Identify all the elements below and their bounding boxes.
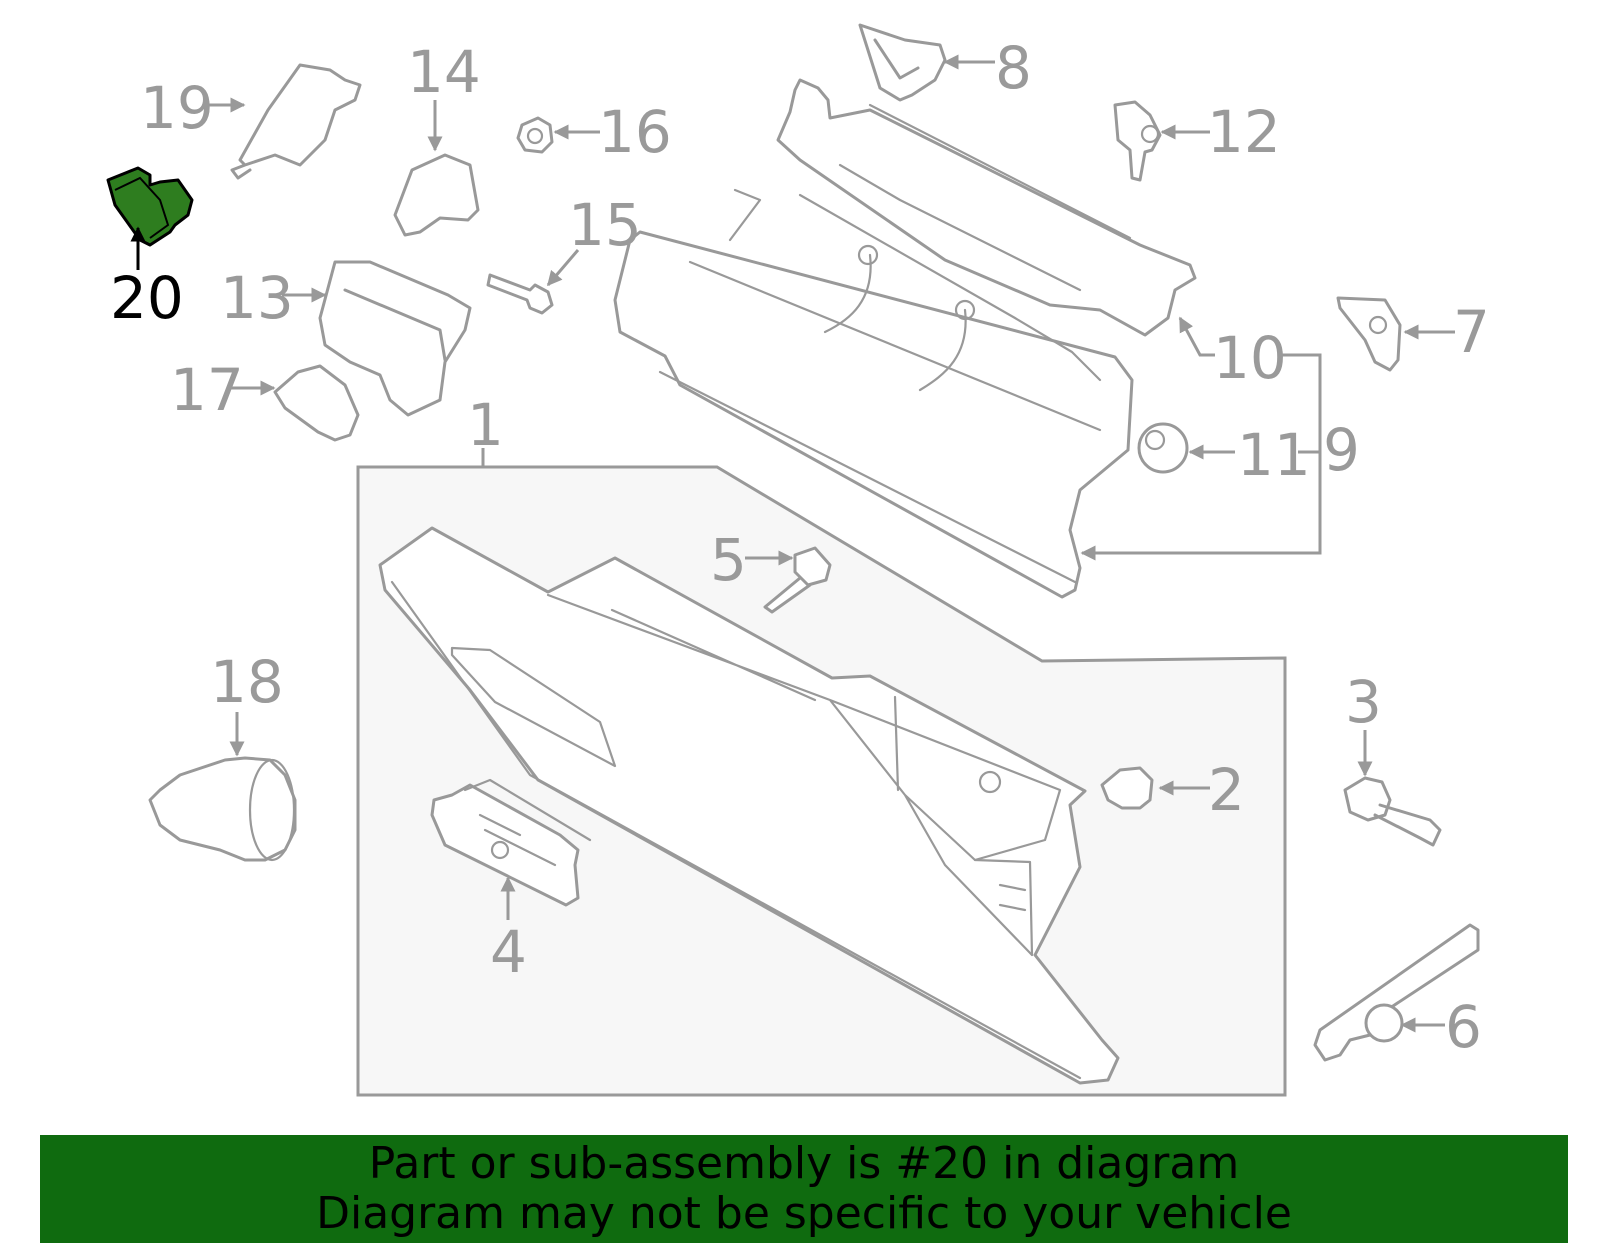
- reinforcement-10-slots: [838, 103, 1132, 292]
- callout-6: 6: [1445, 993, 1482, 1061]
- pad-17: [273, 364, 360, 442]
- parts-diagram: 20 19 14 16 15 13 17 8 12 10 7 11 9 1 5 …: [106, 23, 1490, 1097]
- nut-16-hole: [526, 127, 544, 145]
- nut-16: [516, 116, 554, 154]
- housing-ribs: [688, 188, 1102, 432]
- callout-7: 7: [1453, 298, 1490, 366]
- leader-10: [1178, 316, 1215, 357]
- leader-15: [546, 249, 580, 287]
- callout-18: 18: [210, 648, 284, 716]
- callout-19: 19: [140, 74, 214, 142]
- callout-14: 14: [407, 38, 481, 106]
- callout-17: 17: [170, 356, 244, 424]
- callout-11: 11: [1237, 421, 1311, 489]
- callout-labels: 20 19 14 16 15 13 17 8 12 10 7 11 9 1 5 …: [110, 34, 1490, 1061]
- bracket-7: [1336, 296, 1402, 372]
- glove-box-assembly-group: [356, 465, 1287, 1097]
- latch-4-hole: [490, 840, 510, 860]
- bracket-7-stud: [1368, 315, 1388, 335]
- connector-14: [393, 153, 480, 237]
- lock-cylinder-18: [148, 756, 297, 862]
- leader-lines: [130, 54, 1455, 1033]
- bin-hole: [978, 770, 1002, 794]
- callout-10: 10: [1213, 324, 1287, 392]
- screw-15: [486, 273, 554, 315]
- glove-box-door: [378, 526, 1120, 1085]
- bumper-2: [1100, 766, 1154, 810]
- housing-panel: [613, 230, 1134, 599]
- bracket-13: [318, 260, 472, 417]
- clip-12: [1113, 100, 1162, 182]
- lock-cylinder-18-face: [248, 758, 296, 862]
- banner-line-disclaimer: Diagram may not be specific to your vehi…: [316, 1188, 1292, 1239]
- callout-12: 12: [1207, 98, 1281, 166]
- callout-13: 13: [220, 264, 294, 332]
- callout-5: 5: [710, 526, 747, 594]
- highlighted-part-20: [106, 166, 194, 247]
- callout-20: 20: [110, 264, 184, 332]
- callout-9: 9: [1323, 416, 1360, 484]
- glove-box-housing-group: [613, 188, 1134, 599]
- callout-15: 15: [568, 191, 642, 259]
- bolt-3: [1343, 776, 1442, 847]
- callout-2: 2: [1208, 756, 1245, 824]
- bin-side-wall: [973, 858, 1034, 957]
- callout-8: 8: [995, 34, 1032, 102]
- housing-lower-edge: [658, 370, 1077, 584]
- grommet-11: [1137, 422, 1189, 474]
- bracket-8: [858, 23, 947, 102]
- grommet-11-inner: [1144, 429, 1166, 451]
- reinforcement-10: [776, 78, 1197, 337]
- leader-9-bracket: [1080, 353, 1322, 561]
- callout-16: 16: [598, 98, 672, 166]
- info-banner: Part or sub-assembly is #20 in diagram D…: [40, 1135, 1568, 1243]
- housing-boss-b: [954, 299, 976, 321]
- glove-box-handle-recess: [450, 646, 617, 768]
- clip-12-hole: [1140, 124, 1160, 144]
- callout-4: 4: [490, 918, 527, 986]
- part-20-body: [106, 166, 194, 247]
- callout-3: 3: [1345, 668, 1382, 736]
- glove-box-bin: [546, 593, 1062, 957]
- part-20-face: [114, 176, 170, 239]
- latch-4-detail: [463, 778, 592, 867]
- callout-1: 1: [467, 391, 504, 459]
- housing-boss-a: [857, 244, 879, 266]
- damper-6-end: [1364, 1003, 1404, 1043]
- banner-line-part-number: Part or sub-assembly is #20 in diagram: [368, 1138, 1240, 1189]
- glove-box-door-inner: [390, 580, 1082, 1080]
- switch-19: [230, 63, 362, 180]
- pin-5: [763, 546, 832, 614]
